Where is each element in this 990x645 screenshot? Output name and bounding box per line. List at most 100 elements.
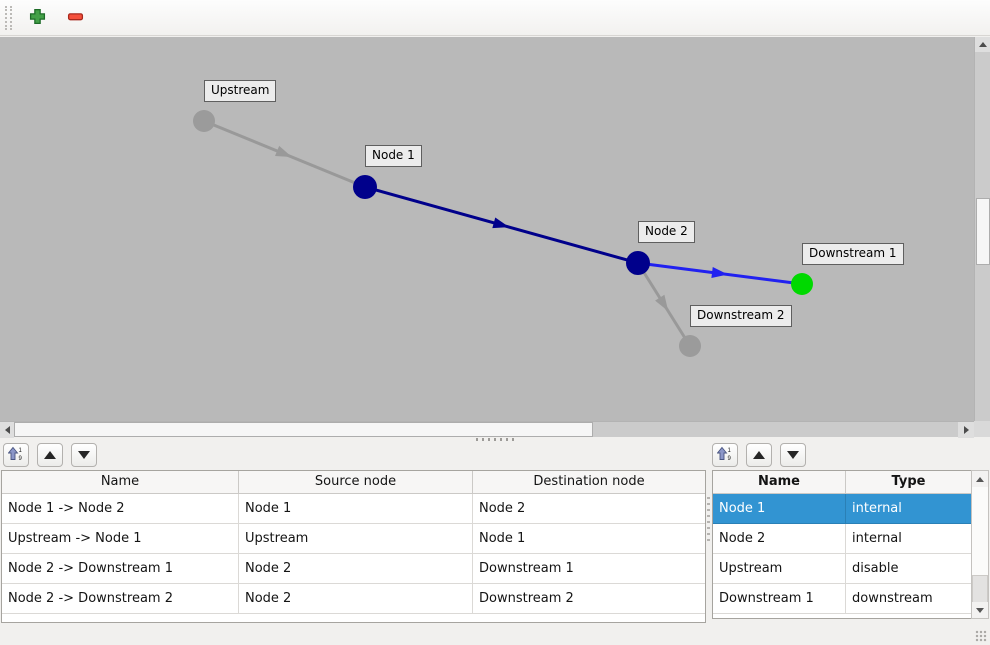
graph-node-node-2[interactable] xyxy=(626,251,650,275)
sort-button[interactable]: 1 9 xyxy=(3,443,29,467)
cell: Upstream -> Node 1 xyxy=(2,524,239,554)
sort-button[interactable]: 1 9 xyxy=(712,443,738,467)
plus-icon xyxy=(29,8,46,28)
svg-text:1: 1 xyxy=(19,448,23,454)
cell: Node 2 -> Downstream 1 xyxy=(2,554,239,584)
edge-arrow-icon xyxy=(492,217,510,229)
cell: Node 2 xyxy=(473,494,705,524)
cell: Node 2 xyxy=(713,524,846,554)
edge-arrow-icon xyxy=(711,267,728,278)
cell: Node 1 xyxy=(713,494,846,524)
empty-table-space xyxy=(2,614,705,622)
up-arrow-icon xyxy=(979,42,987,47)
down-arrow-icon xyxy=(976,607,984,613)
column-header-name[interactable]: Name xyxy=(713,471,846,494)
down-triangle-icon xyxy=(787,451,799,459)
cell: Downstream 1 xyxy=(473,554,705,584)
node-label-downstream-1[interactable]: Downstream 1 xyxy=(802,243,904,265)
scroll-up-button[interactable] xyxy=(975,37,990,52)
vertical-splitter-handle[interactable] xyxy=(707,497,710,541)
scroll-left-button[interactable] xyxy=(0,422,14,438)
edge-arrow-icon xyxy=(275,145,292,158)
empty-table-space xyxy=(713,614,971,618)
down-triangle-icon xyxy=(78,451,90,459)
column-header-type[interactable]: Type xyxy=(846,471,971,494)
move-up-button[interactable] xyxy=(37,443,63,467)
window-resize-grip[interactable] xyxy=(975,630,987,642)
remove-node-button[interactable] xyxy=(62,5,88,31)
sort-ascending-icon: 1 9 xyxy=(7,446,24,464)
canvas-vertical-scrollbar[interactable] xyxy=(974,37,990,437)
right-arrow-icon xyxy=(963,426,969,434)
cell: Upstream xyxy=(713,554,846,584)
splitter-handle-dots xyxy=(476,438,514,441)
nodes-scrollbar-thumb[interactable] xyxy=(972,575,988,605)
cell: downstream xyxy=(846,584,971,614)
node-label-node-2[interactable]: Node 2 xyxy=(638,221,695,243)
scroll-down-button[interactable] xyxy=(972,602,988,618)
cell: Node 2 xyxy=(239,584,473,614)
add-node-button[interactable] xyxy=(24,5,50,31)
canvas-horizontal-scrollbar[interactable] xyxy=(0,421,974,438)
cell: Node 1 xyxy=(239,494,473,524)
column-header-destination-node[interactable]: Destination node xyxy=(473,471,705,494)
cell: Node 1 -> Node 2 xyxy=(2,494,239,524)
vertical-scrollbar-thumb[interactable] xyxy=(976,198,990,265)
cell: internal xyxy=(846,494,971,524)
cell: Downstream 2 xyxy=(473,584,705,614)
scroll-right-button[interactable] xyxy=(958,422,974,438)
column-header-source-node[interactable]: Source node xyxy=(239,471,473,494)
node-label-upstream[interactable]: Upstream xyxy=(204,80,277,102)
graph-node-node-1[interactable] xyxy=(353,175,377,199)
graph-node-upstream[interactable] xyxy=(193,110,215,132)
cell: Node 2 -> Downstream 2 xyxy=(2,584,239,614)
edges-pane-toolbar: 1 9 xyxy=(3,443,97,467)
cell: internal xyxy=(846,524,971,554)
node-label-downstream-2[interactable]: Downstream 2 xyxy=(690,305,792,327)
edge-arrow-icon xyxy=(655,294,669,312)
horizontal-scrollbar-thumb[interactable] xyxy=(14,422,593,437)
move-down-button[interactable] xyxy=(71,443,97,467)
column-header-name[interactable]: Name xyxy=(2,471,239,494)
graph-node-downstream-1[interactable] xyxy=(791,273,813,295)
svg-text:9: 9 xyxy=(19,456,23,461)
sort-ascending-icon: 1 9 xyxy=(716,446,733,464)
svg-text:1: 1 xyxy=(728,448,732,454)
cell: Downstream 1 xyxy=(713,584,846,614)
up-triangle-icon xyxy=(44,451,56,459)
move-down-button[interactable] xyxy=(780,443,806,467)
graph-svg xyxy=(193,110,813,357)
horizontal-splitter[interactable] xyxy=(0,437,990,442)
main-toolbar xyxy=(0,0,990,36)
scrollbar-corner xyxy=(974,421,990,437)
cell: Upstream xyxy=(239,524,473,554)
nodes-table-scrollbar[interactable] xyxy=(971,470,989,619)
nodes-pane-toolbar: 1 9 xyxy=(712,443,806,467)
scroll-up-button[interactable] xyxy=(972,471,988,487)
up-arrow-icon xyxy=(976,476,984,482)
svg-text:9: 9 xyxy=(728,456,732,461)
move-up-button[interactable] xyxy=(746,443,772,467)
node-label-node-1[interactable]: Node 1 xyxy=(365,145,422,167)
up-triangle-icon xyxy=(753,451,765,459)
left-arrow-icon xyxy=(4,426,10,434)
toolbar-drag-handle[interactable] xyxy=(5,5,12,30)
cell: Node 2 xyxy=(239,554,473,584)
minus-icon xyxy=(67,8,84,28)
graph-node-downstream-2[interactable] xyxy=(679,335,701,357)
